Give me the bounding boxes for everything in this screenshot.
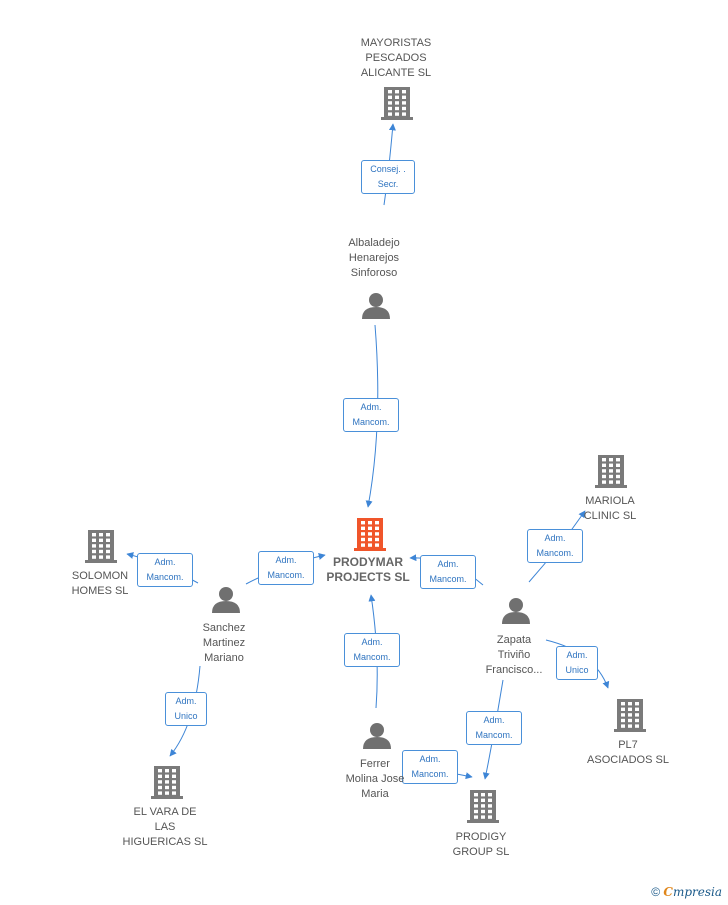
footer-brand[interactable]: © Cmpresia [651,885,722,899]
company-icon-elvara[interactable] [151,766,183,799]
copyright-symbol: © [651,885,661,899]
brand-rest: mpresia [672,885,722,899]
company-icon-mayoristas[interactable] [381,87,413,120]
edge-label-albaladejo-to-mayoristas[interactable]: Consej. . Secr. [361,160,415,194]
icon-layer [85,87,646,823]
person-icon-sanchez[interactable] [212,587,240,613]
edge-label-sanchez-to-elvara[interactable]: Adm. Unico [165,692,207,726]
company-icon-solomon[interactable] [85,530,117,563]
node-label-prodigy[interactable]: PRODIGY GROUP SL [452,831,510,858]
edge-label-ferrer-to-prodymar[interactable]: Adm. Mancom. [344,633,400,667]
edge-label-sanchez-to-solomon[interactable]: Adm. Mancom. [137,553,193,587]
company-icon-mariola[interactable] [595,455,627,488]
edge-label-zapata-to-prodigy[interactable]: Adm. Mancom. [466,711,522,745]
node-label-sanchez[interactable]: Sanchez Martinez Mariano [202,622,246,664]
company-icon-prodymar[interactable] [354,518,386,551]
edge-label-zapata-to-prodymar[interactable]: Adm. Mancom. [420,555,476,589]
node-label-elvara[interactable]: EL VARA DE LAS HIGUERICAS SL [122,806,208,848]
node-label-prodymar[interactable]: PRODYMAR PROJECTS SL [326,555,410,584]
edge-layer [126,123,610,780]
company-icon-pl7[interactable] [614,699,646,732]
node-label-mayoristas[interactable]: MAYORISTAS PESCADOS ALICANTE SL [360,37,432,79]
node-label-pl7[interactable]: PL7 ASOCIADOS SL [587,739,669,766]
node-label-ferrer[interactable]: Ferrer Molina Jose Maria [345,758,405,800]
edge-label-zapata-to-mariola[interactable]: Adm. Mancom. [527,529,583,563]
brand-name: Cmpresia [663,885,722,899]
edge-label-albaladejo-to-prodymar[interactable]: Adm. Mancom. [343,398,399,432]
node-label-mariola[interactable]: MARIOLA CLINIC SL [583,495,637,522]
node-label-solomon[interactable]: SOLOMON HOMES SL [71,570,129,597]
person-icon-albaladejo[interactable] [362,293,390,319]
edge-label-sanchez-to-prodymar[interactable]: Adm. Mancom. [258,551,314,585]
brand-initial: C [663,885,673,899]
person-icon-zapata[interactable] [502,598,530,624]
node-label-zapata[interactable]: Zapata Triviño Francisco... [485,634,543,676]
person-icon-ferrer[interactable] [363,723,391,749]
company-icon-prodigy[interactable] [467,790,499,823]
edge-label-ferrer-to-prodigy[interactable]: Adm. Mancom. [402,750,458,784]
edge-label-zapata-to-pl7[interactable]: Adm. Unico [556,646,598,680]
node-label-albaladejo[interactable]: Albaladejo Henarejos Sinforoso [348,237,400,279]
